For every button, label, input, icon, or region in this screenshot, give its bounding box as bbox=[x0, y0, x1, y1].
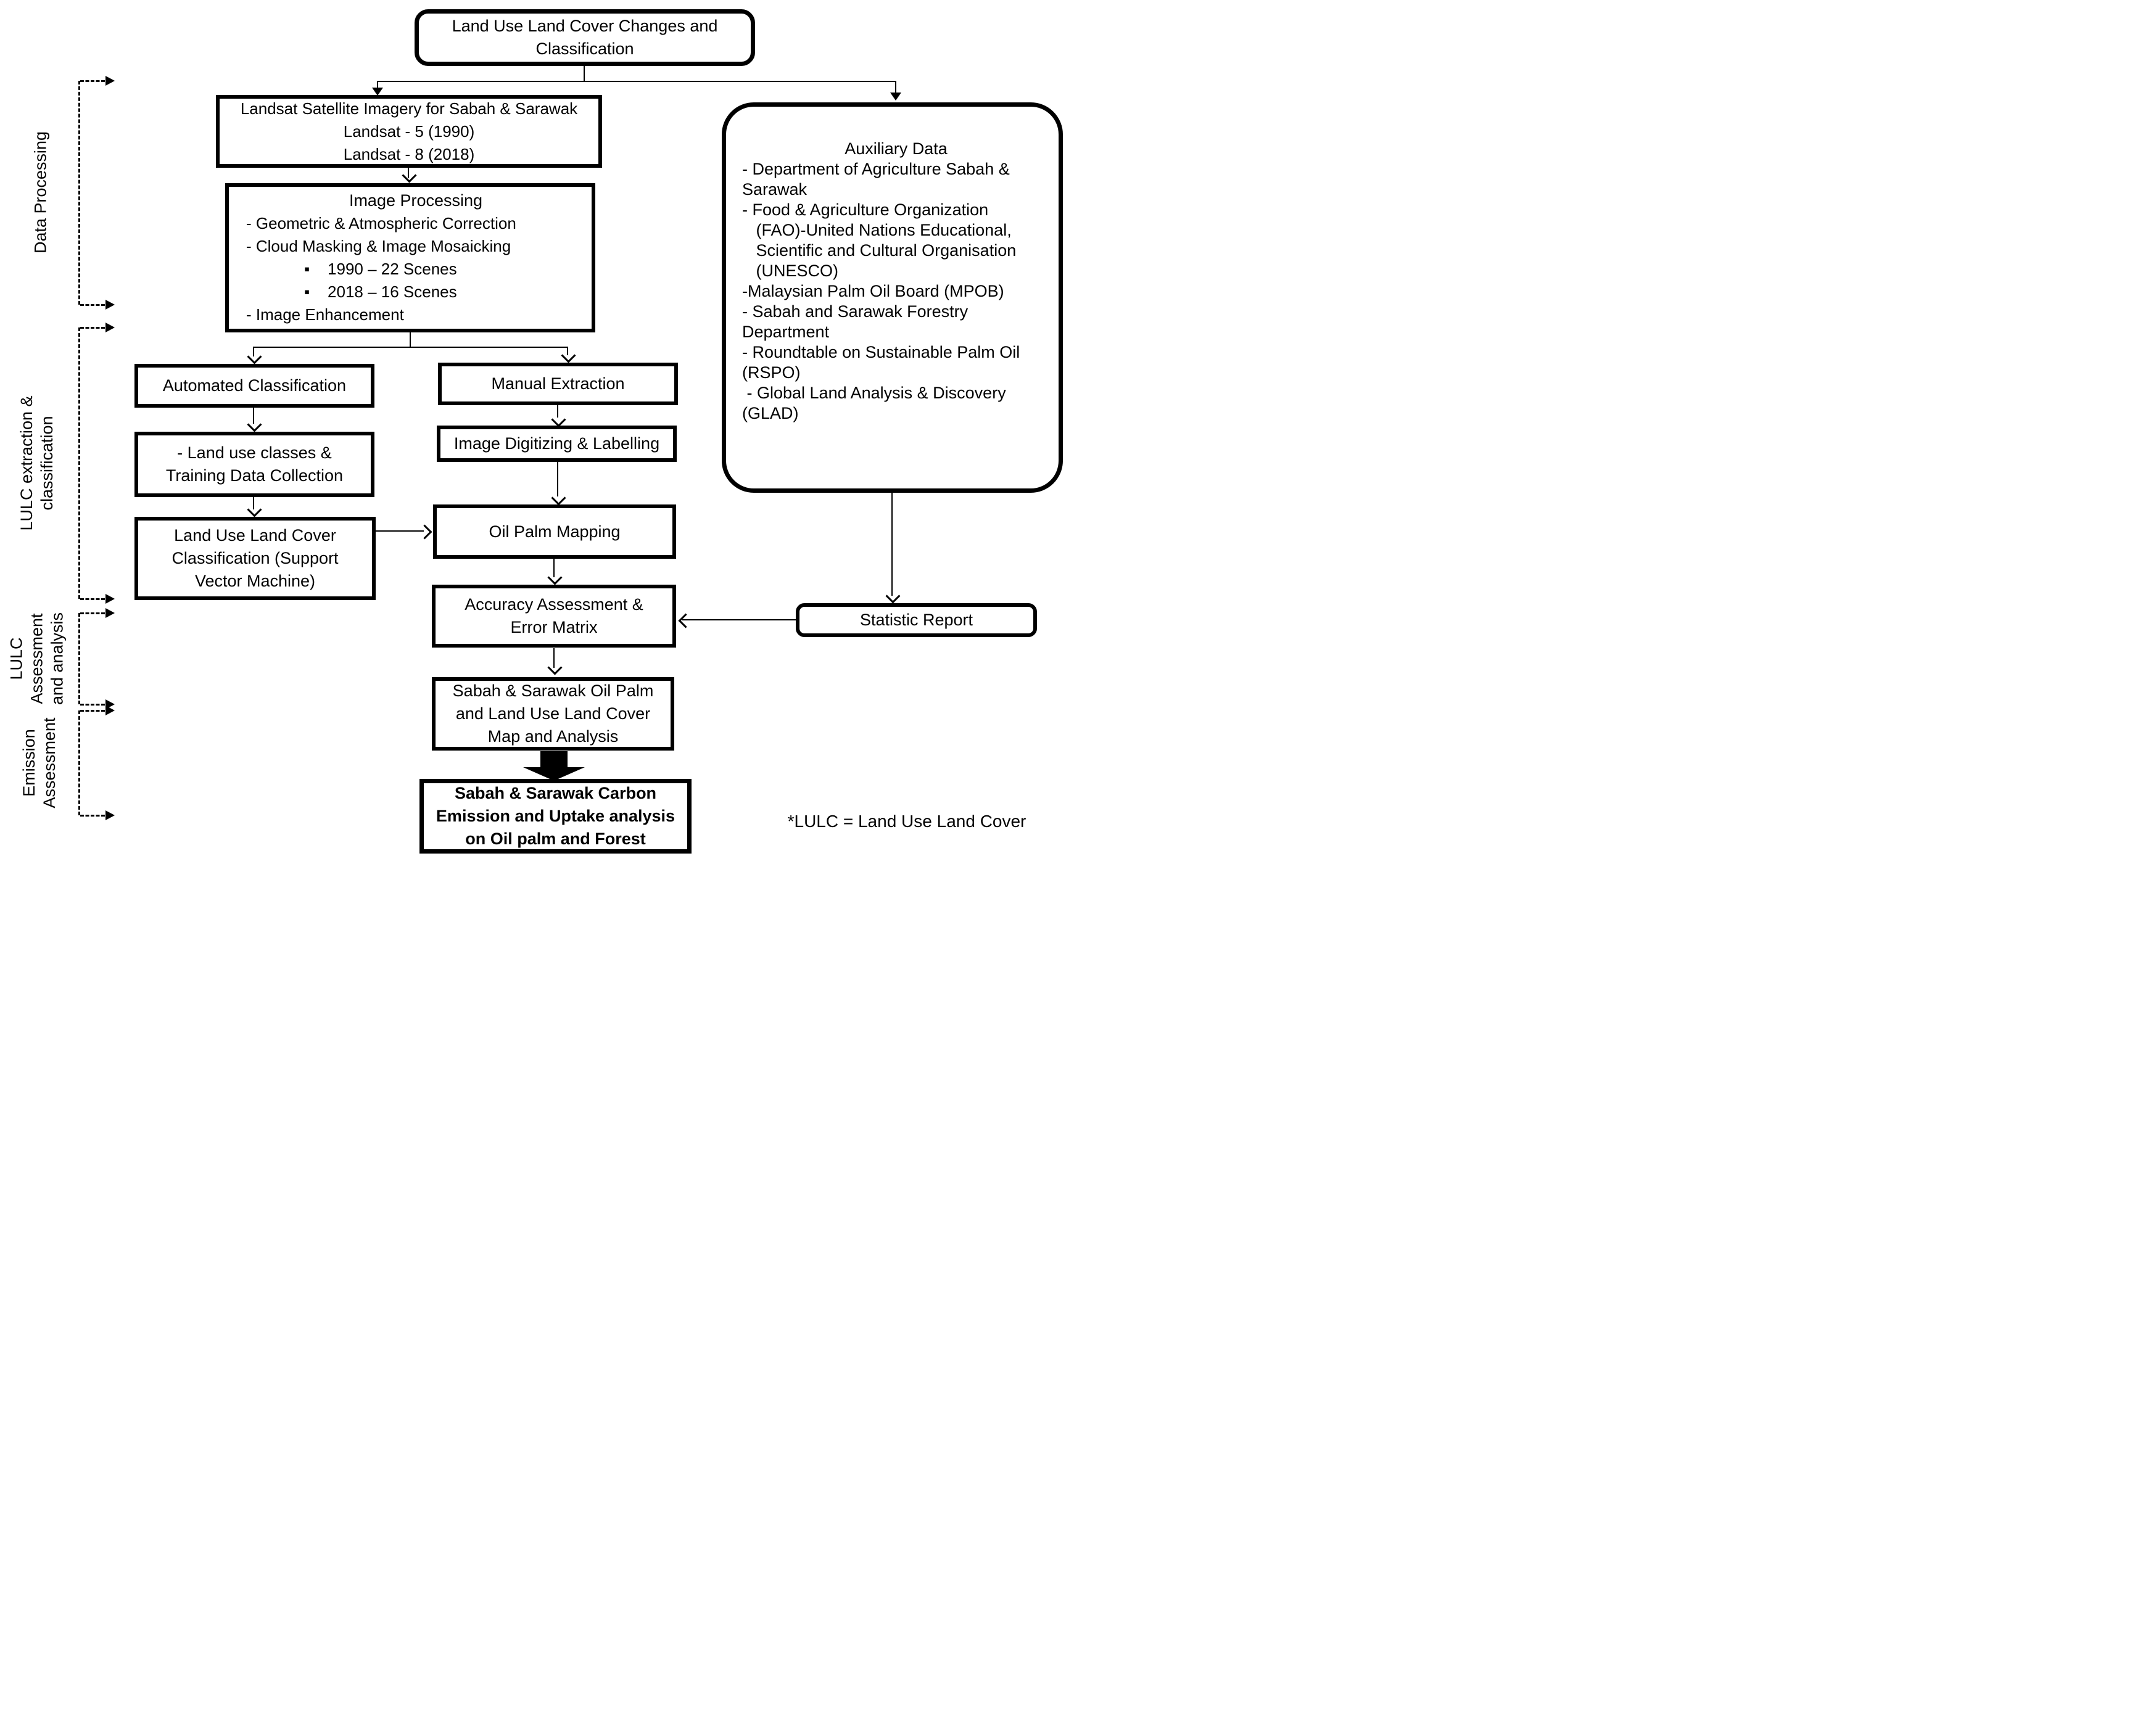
connector-accuracy-map bbox=[553, 648, 555, 668]
connector-automated-landuse bbox=[253, 408, 254, 424]
automated-classification-box: Automated Classification bbox=[134, 364, 374, 408]
arrowhead-to-digitizing bbox=[551, 412, 566, 427]
bracket-em-bottom bbox=[80, 815, 105, 817]
land-use-classes-box: - Land use classes & Training Data Colle… bbox=[134, 432, 374, 497]
bracket-data-processing bbox=[78, 81, 80, 305]
auxiliary-data-box: Auxiliary Data - Department of Agricultu… bbox=[722, 102, 1063, 493]
arrowhead-to-accuracy-left bbox=[678, 613, 693, 628]
auxiliary-data-title: Auxiliary Data bbox=[845, 139, 948, 158]
block-arrow-shaft bbox=[540, 751, 568, 768]
image-processing-box: Image Processing - Geometric & Atmospher… bbox=[225, 183, 595, 332]
map-analysis-box: Sabah & Sarawak Oil Palm and Land Use La… bbox=[432, 677, 674, 751]
section-label-data-processing: Data Processing bbox=[31, 131, 50, 254]
bracket-lulc-assessment bbox=[78, 613, 80, 704]
auxiliary-data-body: - Department of Agriculture Sabah & Sara… bbox=[742, 160, 1020, 422]
arrowhead-to-accuracy bbox=[547, 570, 563, 585]
bracket-le-top bbox=[80, 327, 105, 329]
footnote: *LULC = Land Use Land Cover bbox=[787, 812, 1026, 831]
arrowhead-to-oilpalm bbox=[551, 490, 566, 506]
bracket-dp-bottom-arrow bbox=[105, 300, 115, 310]
arrowhead-to-auxiliary bbox=[890, 93, 901, 101]
arrowhead-to-landsat bbox=[372, 88, 383, 96]
carbon-emission-box: Sabah & Sarawak Carbon Emission and Upta… bbox=[419, 779, 692, 854]
bracket-la-bottom bbox=[80, 704, 105, 706]
lulc-classification-box: Land Use Land Cover Classification (Supp… bbox=[134, 517, 376, 600]
arrowhead-to-map bbox=[547, 660, 563, 675]
image-processing-body: - Geometric & Atmospheric Correction - C… bbox=[246, 214, 516, 324]
image-digitizing-box: Image Digitizing & Labelling bbox=[437, 426, 677, 462]
bracket-le-top-arrow bbox=[105, 323, 115, 332]
bracket-dp-top bbox=[80, 80, 105, 82]
arrowhead-to-statreport bbox=[885, 588, 901, 604]
bracket-la-top-arrow bbox=[105, 608, 115, 618]
bracket-dp-top-arrow bbox=[105, 76, 115, 86]
image-processing-title: Image Processing bbox=[349, 191, 483, 210]
arrowhead-to-manual bbox=[561, 348, 576, 363]
statistic-report-box: Statistic Report bbox=[796, 603, 1037, 637]
flowchart-canvas: Land Use Land Cover Changes and Classifi… bbox=[0, 0, 1078, 866]
connector-branch-split bbox=[254, 347, 568, 348]
connector-improc-stem bbox=[410, 332, 411, 347]
accuracy-assessment-box: Accuracy Assessment & Error Matrix bbox=[432, 585, 676, 648]
bracket-le-bottom-arrow bbox=[105, 594, 115, 604]
connector-title-split bbox=[378, 81, 896, 82]
title-box: Land Use Land Cover Changes and Classifi… bbox=[415, 9, 755, 66]
connector-manual-digitizing bbox=[557, 405, 558, 418]
bracket-em-top bbox=[80, 710, 105, 712]
arrowhead-to-automated bbox=[247, 349, 262, 364]
bracket-le-bottom bbox=[80, 598, 105, 600]
arrowhead-to-improc bbox=[402, 168, 417, 183]
bracket-em-bottom-arrow bbox=[105, 810, 115, 820]
bracket-lulc-extraction bbox=[78, 327, 80, 599]
bracket-dp-bottom bbox=[80, 304, 105, 306]
connector-auxiliary-statreport bbox=[891, 493, 893, 596]
connector-drop-manual bbox=[567, 347, 568, 355]
connector-oilpalm-accuracy bbox=[553, 559, 555, 577]
arrowhead-to-oilpalm-right bbox=[417, 524, 432, 540]
landsat-imagery-box: Landsat Satellite Imagery for Sabah & Sa… bbox=[216, 95, 602, 168]
section-label-emission-assessment: Emission Assessment bbox=[20, 717, 59, 809]
connector-drop-automated bbox=[253, 347, 254, 356]
oil-palm-mapping-box: Oil Palm Mapping bbox=[433, 504, 676, 559]
manual-extraction-box: Manual Extraction bbox=[438, 363, 678, 405]
connector-landuse-lulcclass bbox=[253, 497, 254, 509]
arrowhead-to-lulcclass bbox=[247, 502, 262, 517]
connector-statreport-accuracy bbox=[682, 619, 796, 620]
bracket-emission bbox=[78, 710, 80, 815]
connector-drop-auxiliary bbox=[895, 81, 896, 94]
bracket-la-top bbox=[80, 612, 105, 614]
connector-lulcclass-oilpalm bbox=[376, 530, 424, 532]
bracket-em-top-arrow bbox=[105, 706, 115, 715]
connector-landsat-improc bbox=[408, 168, 409, 178]
arrowhead-to-landuse bbox=[247, 417, 262, 432]
connector-title-stem bbox=[584, 65, 585, 81]
block-arrow-head bbox=[523, 767, 585, 781]
connector-digitizing-oilpalm bbox=[557, 462, 558, 496]
connector-drop-landsat bbox=[377, 81, 378, 89]
section-label-lulc-assessment: LULC Assessment and analysis bbox=[7, 612, 67, 706]
section-label-lulc-extraction: LULC extraction & classification bbox=[17, 395, 56, 531]
